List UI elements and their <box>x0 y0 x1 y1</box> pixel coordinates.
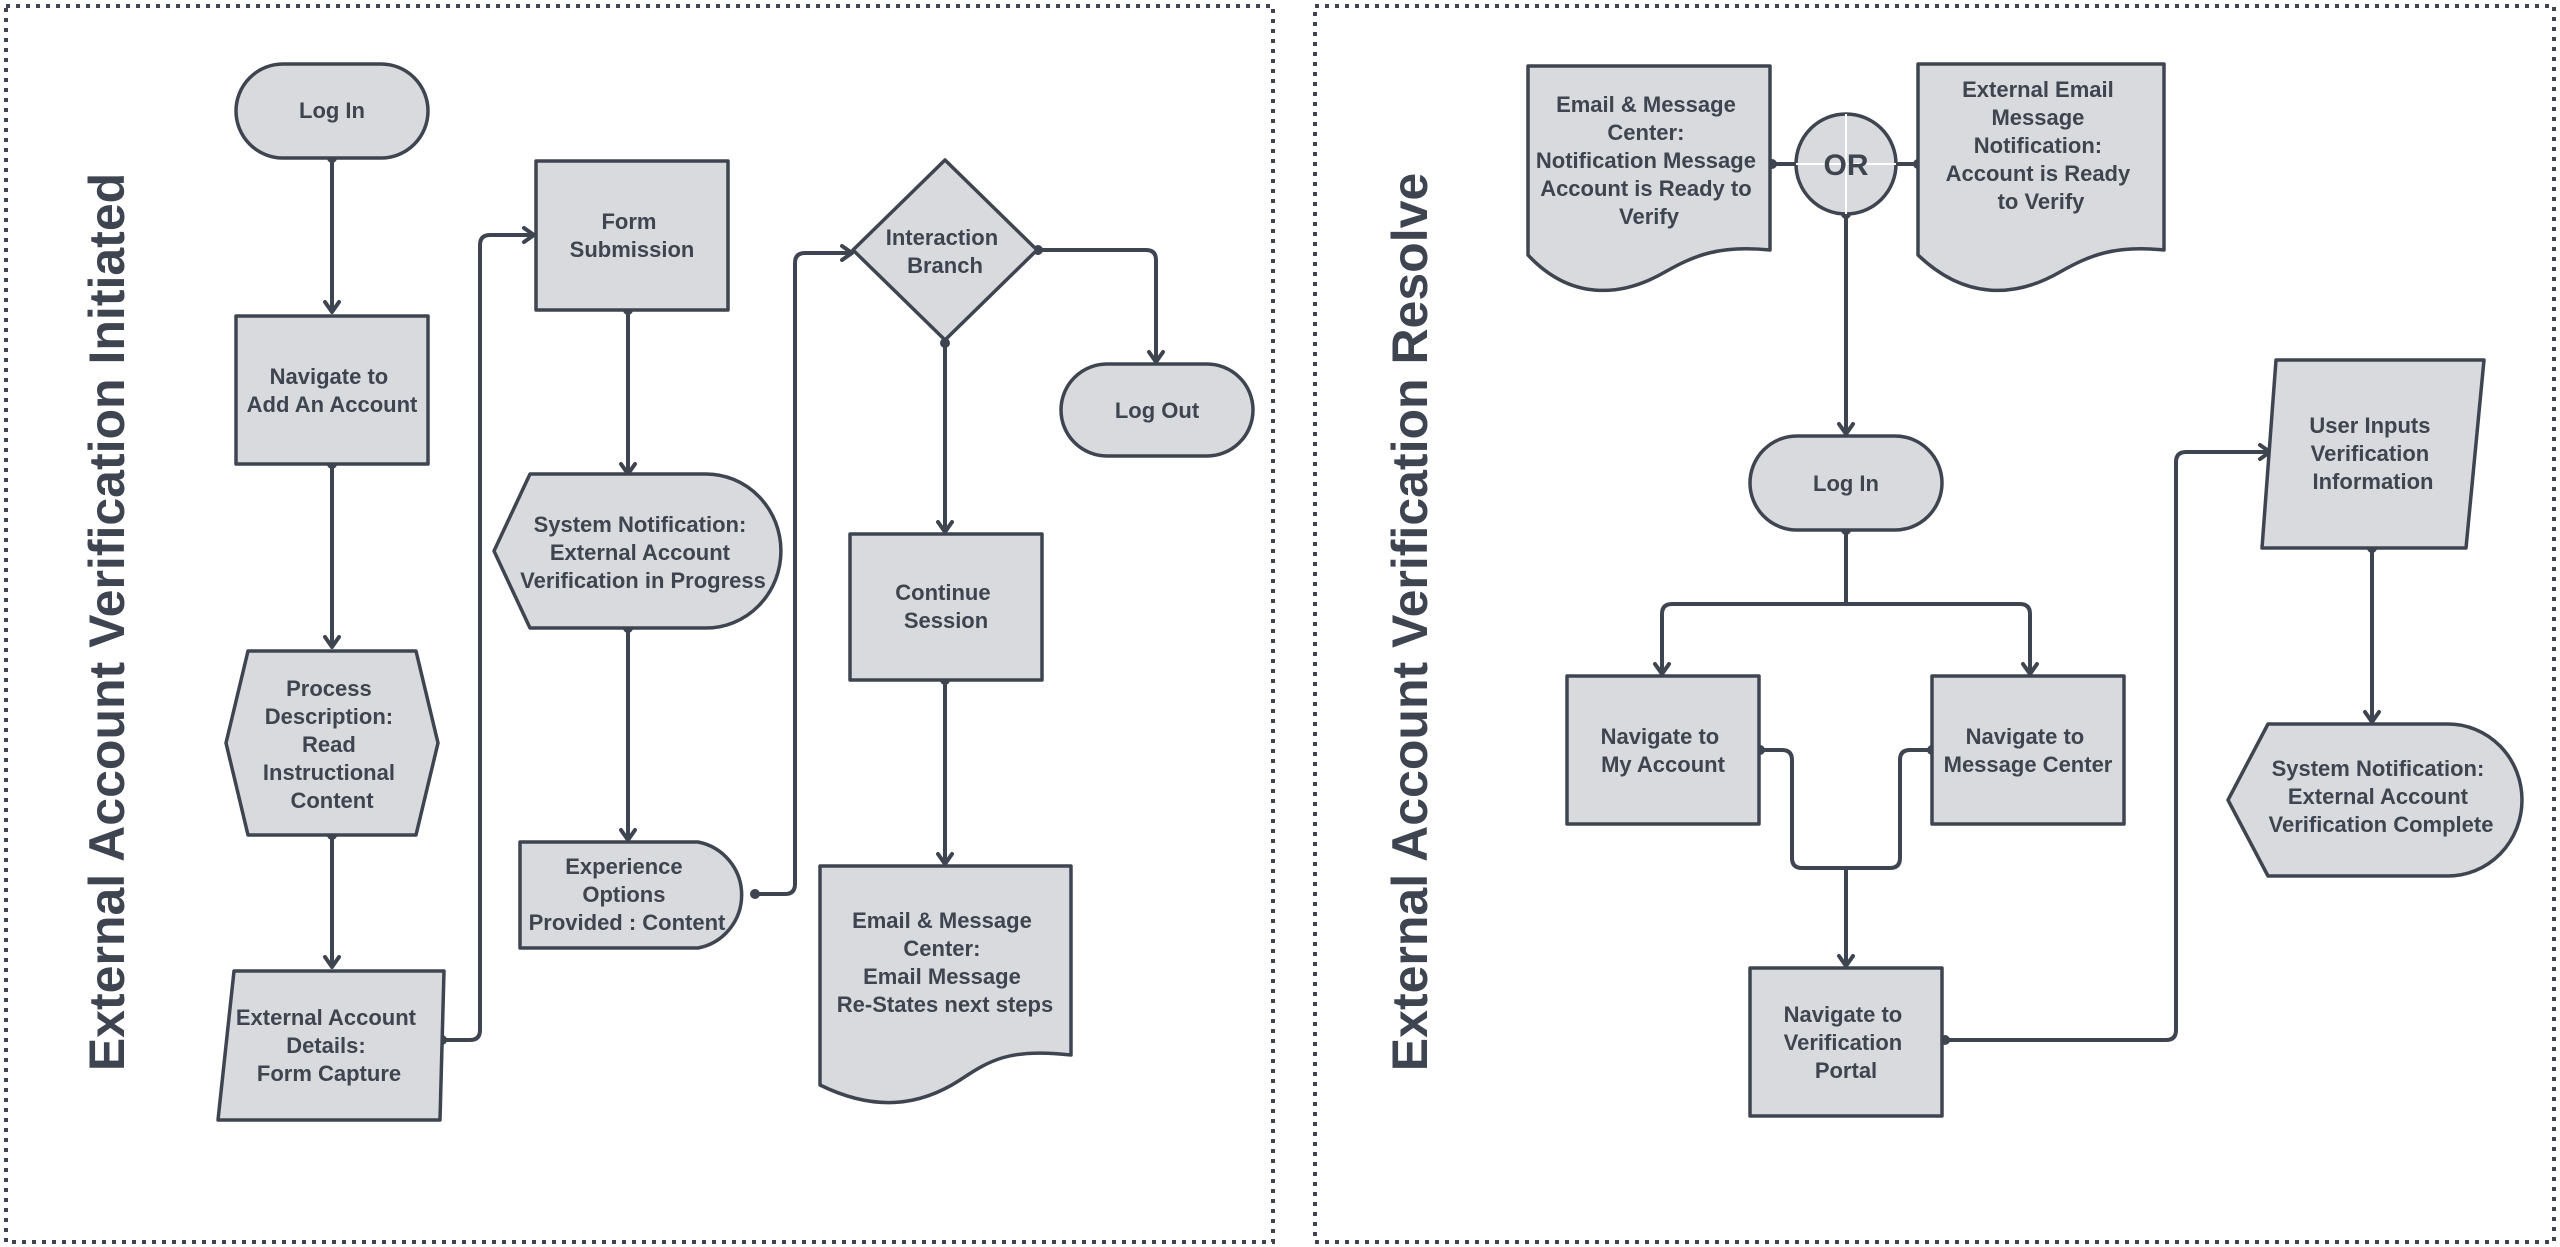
svg-text:Continue Session: Continue Session <box>895 580 996 633</box>
svg-text:Navigate to Message Ce: Navigate to Message Center <box>1944 724 2113 777</box>
svg-text:Log Out: Log Out <box>1115 398 1200 423</box>
svg-text:External Account Detai: External Account Details: Form Capture <box>236 1005 422 1086</box>
node-or-junction: OR <box>1794 112 1898 216</box>
node-user-inputs: User Inputs Verification Information <box>2260 358 2486 550</box>
svg-text:OR: OR <box>1824 149 1869 182</box>
svg-text:System Notification: E: System Notification: External Account Ve… <box>2269 756 2494 837</box>
svg-text:Email & Message Center: Email & Message Center: Notification Mes… <box>1536 92 1762 229</box>
right-panel: External Account Verification Resolve <box>1313 4 2556 1244</box>
node-form-submission: Form Submission <box>534 159 730 312</box>
node-login-left: Log In <box>234 62 430 160</box>
svg-text:Email & Message Center: Email & Message Center: Email Message Re… <box>837 908 1053 1017</box>
node-system-notification-progress: System Notification: External Account Ve… <box>492 472 783 630</box>
node-log-out: Log Out <box>1059 362 1255 458</box>
right-panel-title: External Account Verification Resolve <box>1382 173 1438 1071</box>
node-navigate-add-account: Navigate to Add An Account <box>234 314 430 466</box>
right-panel-frame <box>1313 4 2556 1244</box>
svg-text:Process Description:: Process Description: Read Instructional … <box>263 676 401 813</box>
node-interaction-branch: Interaction Branch <box>851 158 1039 342</box>
left-panel-title: External Account Verification Initiated <box>79 173 135 1071</box>
node-login-right: Log In <box>1748 434 1944 532</box>
svg-text:Navigate to Add An Acc: Navigate to Add An Account <box>247 364 418 417</box>
node-navigate-message-center: Navigate to Message Center <box>1930 674 2126 826</box>
svg-text:Interaction Branch: Interaction Branch <box>886 225 1005 278</box>
svg-text:System Notification: E: System Notification: External Account Ve… <box>520 512 766 593</box>
right-connectors <box>1653 159 2381 1045</box>
node-process-description: Process Description: Read Instructional … <box>224 649 440 837</box>
svg-text:Navigate to My Account: Navigate to My Account <box>1601 724 1726 777</box>
node-system-notification-complete: System Notification: External Account Ve… <box>2226 722 2524 878</box>
svg-text:External Email Message: External Email Message Notification: Acc… <box>1946 77 2137 214</box>
svg-text:User Inputs Verificati: User Inputs Verification Information <box>2309 413 2436 494</box>
node-email-message-center: Email & Message Center: Email Message Re… <box>818 864 1073 1105</box>
node-external-email-notification: External Email Message Notification: Acc… <box>1916 62 2166 293</box>
svg-text:Navigate to Verificati: Navigate to Verification Portal <box>1784 1002 1909 1083</box>
node-experience-options: Experience Options Provided : Content <box>518 840 744 950</box>
left-panel: External Account Verification Initiated <box>4 4 1275 1244</box>
svg-text:Log In: Log In <box>1813 471 1879 496</box>
svg-text:Log In: Log In <box>299 98 365 123</box>
svg-text:Experience Options: Experience Options Provided : Content <box>529 854 726 935</box>
node-navigate-verification-portal: Navigate to Verification Portal <box>1748 966 1944 1118</box>
left-panel-frame <box>4 4 1275 1244</box>
node-continue-session: Continue Session <box>848 532 1044 682</box>
node-email-center-notification: Email & Message Center: Notification Mes… <box>1526 64 1772 293</box>
svg-text:Form Submission: Form Submission <box>570 209 695 262</box>
node-external-account-details: External Account Details: Form Capture <box>216 969 446 1122</box>
node-navigate-my-account: Navigate to My Account <box>1565 674 1761 826</box>
